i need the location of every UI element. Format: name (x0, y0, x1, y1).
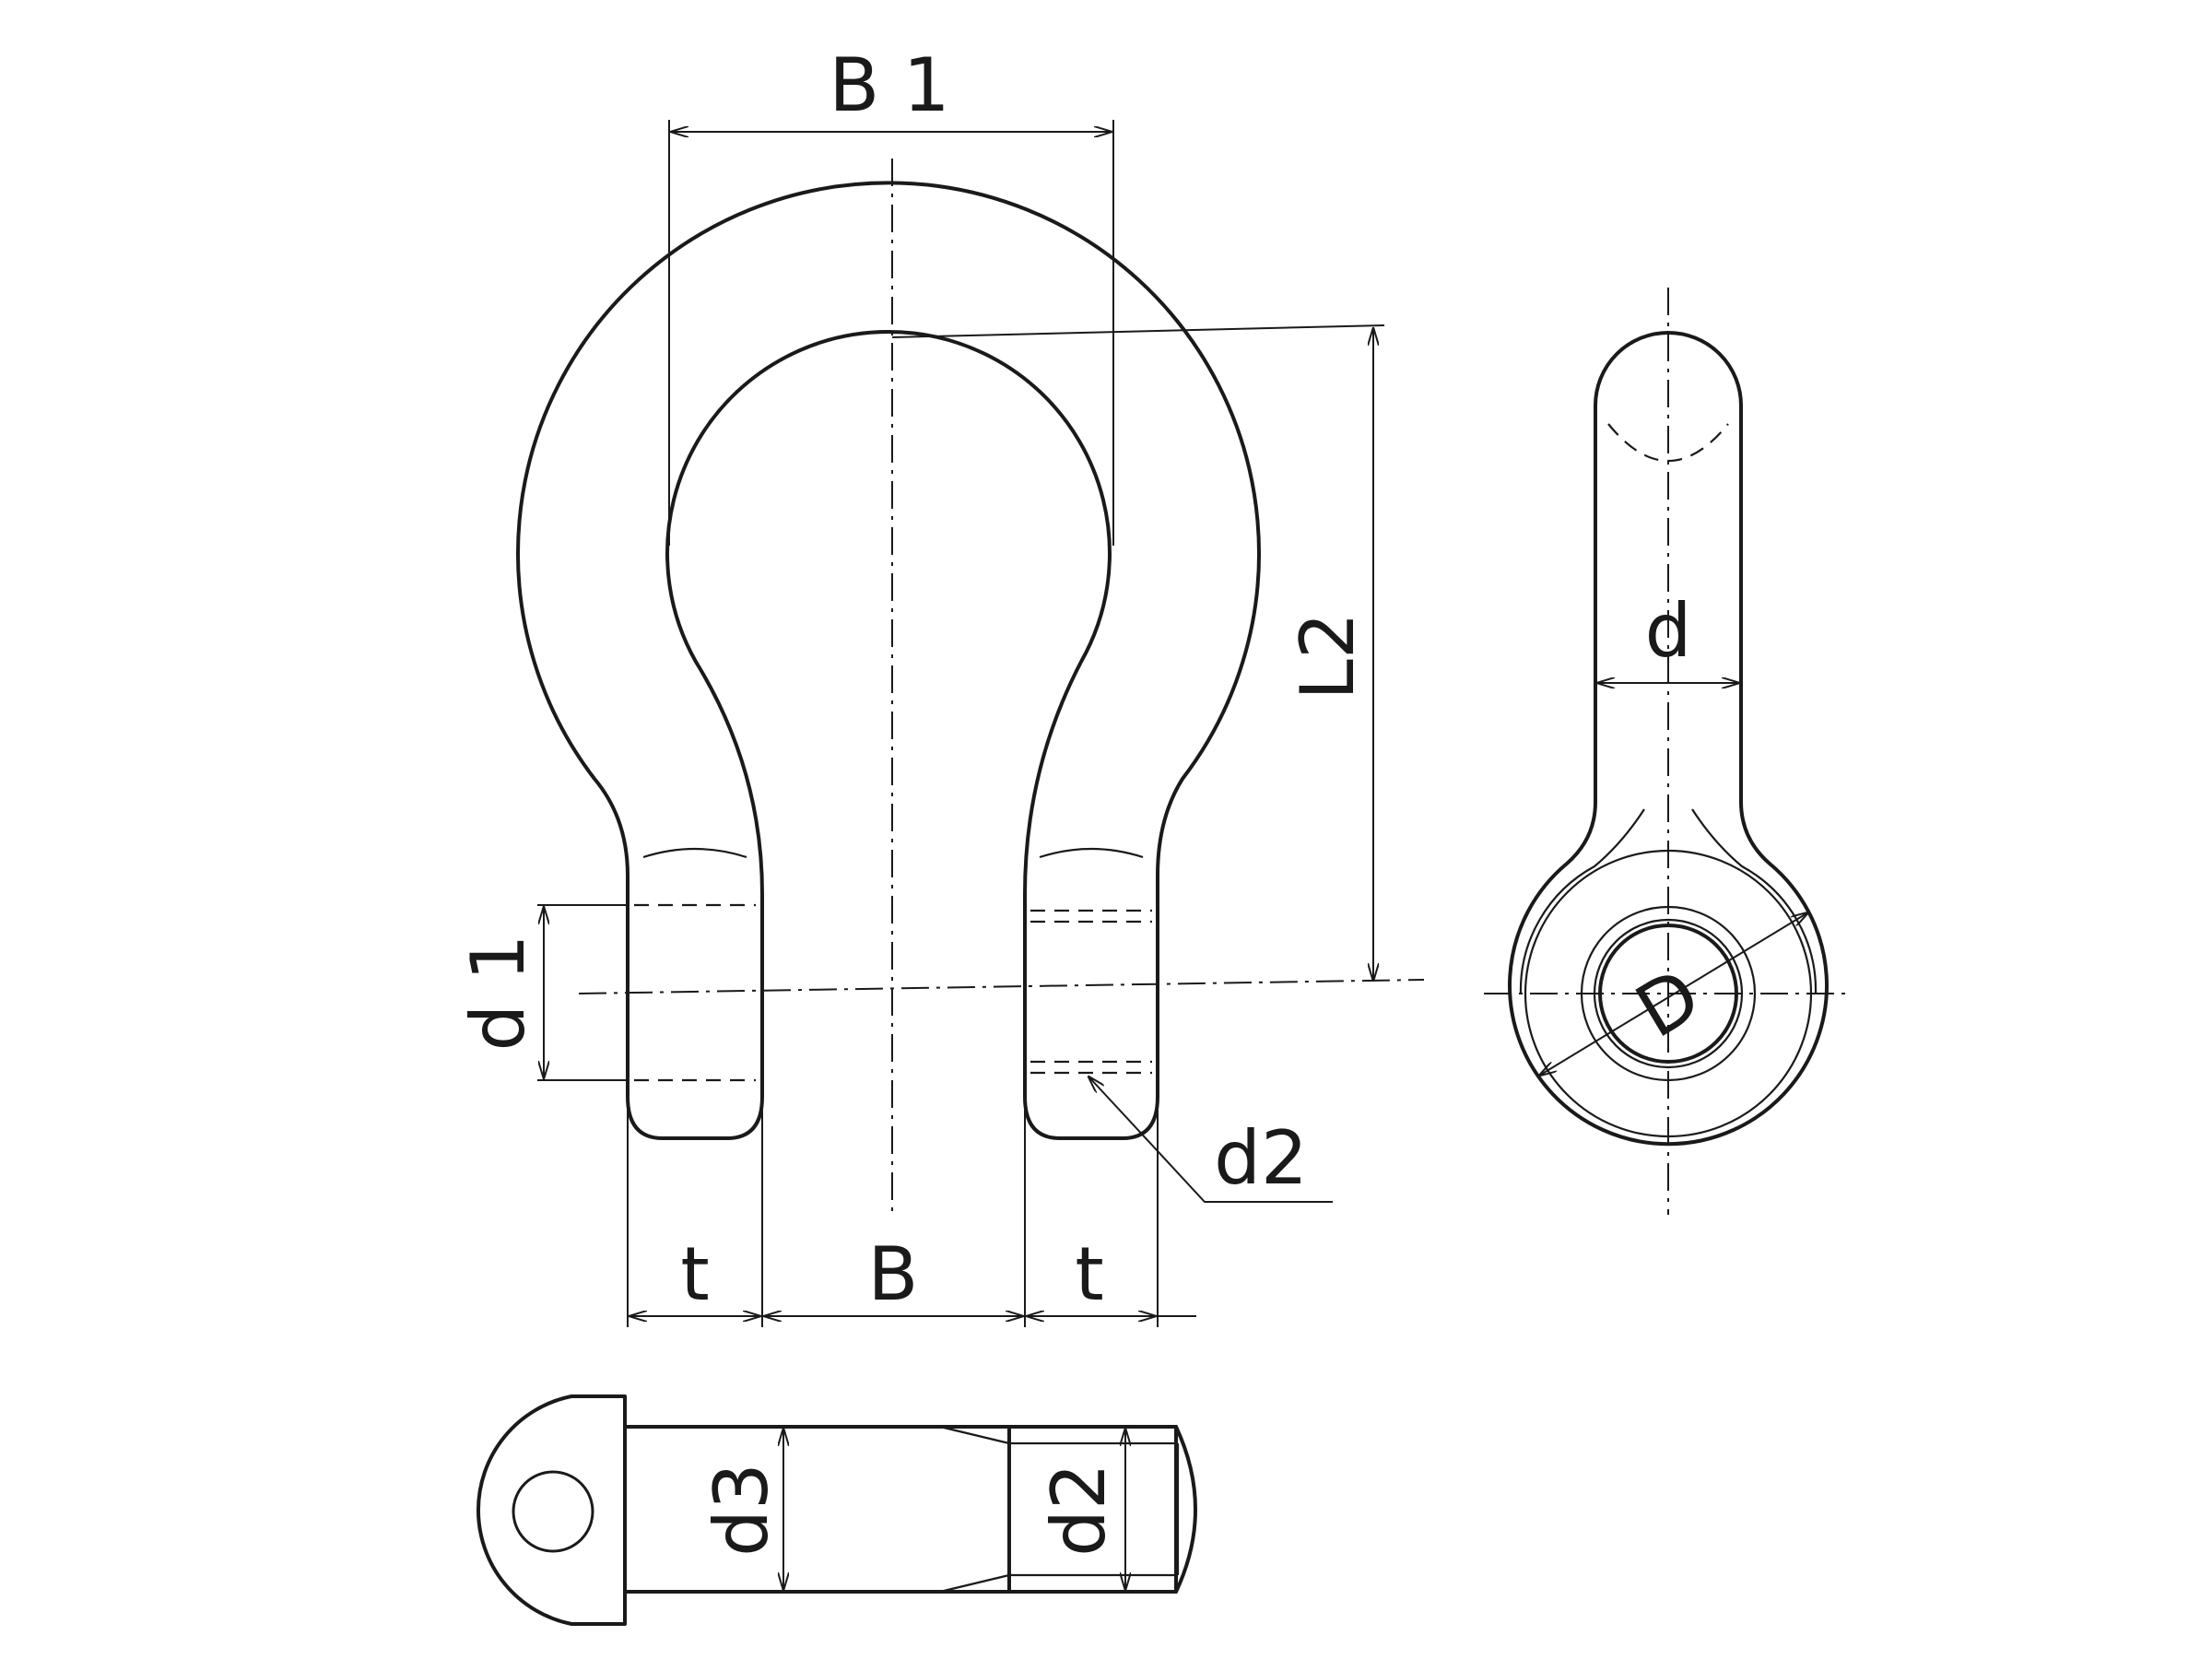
dimension-t-b-t: t B t (627, 1110, 1196, 1327)
bolt-end-dome (1174, 1425, 1197, 1594)
label-d: d (1645, 588, 1692, 674)
label-t-right: t (1075, 1231, 1103, 1317)
label-b1: B 1 (829, 42, 949, 128)
side-inner-arc-left (1519, 808, 1645, 994)
shackle-side-view: d D (1484, 288, 1848, 1215)
label-d2-pin: d2 (1214, 1115, 1308, 1201)
dimension-d2-leader: d2 (1088, 1077, 1333, 1203)
thread-chamfer-bottom (939, 1573, 1010, 1594)
dimension-l2: L2 (891, 324, 1385, 981)
side-inner-arc-right (1691, 808, 1818, 994)
dimension-big-d-line (1539, 912, 1808, 1076)
label-d1: d 1 (455, 934, 541, 1051)
pin-axis-centerline (578, 979, 1425, 994)
bow-outer-contour (516, 181, 1261, 1140)
label-d2-bolt: d2 (1036, 1463, 1122, 1557)
label-t-left: t (680, 1231, 709, 1317)
dimension-d1: d 1 (455, 904, 628, 1081)
bolt-pin-view: d3 d2 (477, 1394, 1197, 1626)
bolt-head (477, 1394, 627, 1626)
label-l2: L2 (1285, 612, 1371, 700)
bolt-shank (623, 1425, 1178, 1594)
left-eye-arc (642, 847, 747, 859)
dimension-b1: B 1 (668, 42, 1114, 546)
thread-chamfer-top (939, 1425, 1010, 1445)
bolt-head-eye (512, 1470, 594, 1553)
label-d3: d3 (699, 1463, 784, 1557)
right-eye-arc (1039, 847, 1144, 859)
label-big-d: D (1621, 952, 1714, 1054)
shackle-front-view (516, 159, 1425, 1217)
label-b: B (868, 1231, 919, 1317)
